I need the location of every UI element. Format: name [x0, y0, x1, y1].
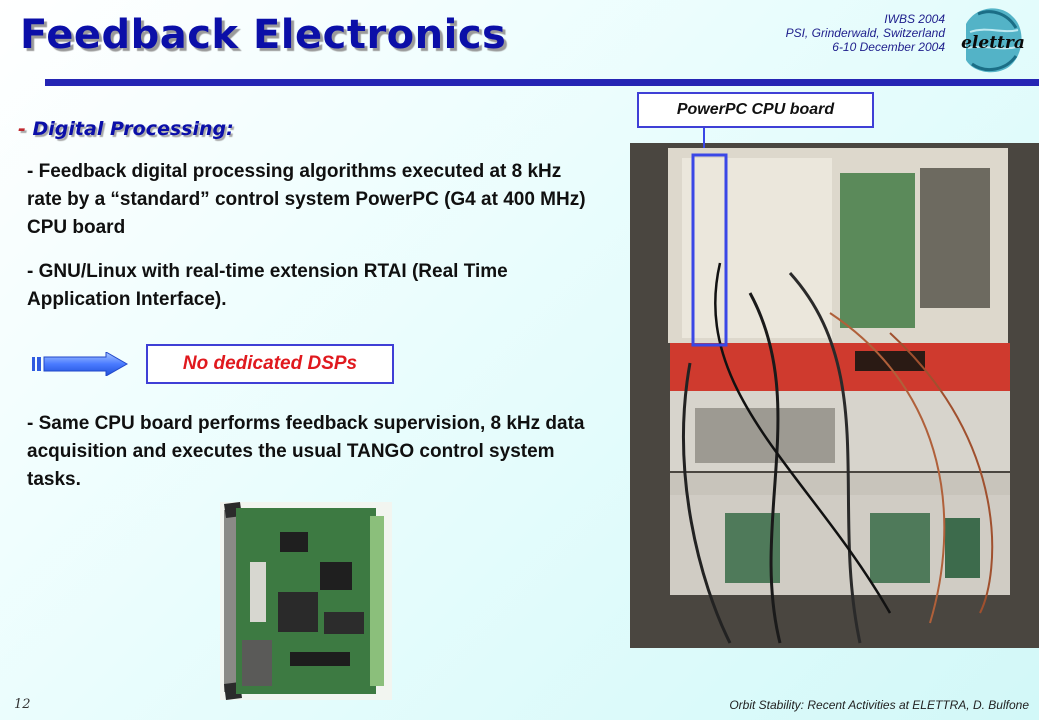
- logo-text: elettra: [961, 33, 1025, 53]
- paragraph-linux: - GNU/Linux with real-time extension RTA…: [27, 261, 508, 310]
- section-dash: -: [18, 118, 33, 140]
- elettra-logo: elettra: [961, 8, 1025, 73]
- label-connector-line: [703, 128, 705, 148]
- section-heading-text: Digital Processing:: [32, 118, 234, 140]
- title-underline: [45, 79, 1039, 86]
- section-heading: - Digital Processing:: [18, 118, 234, 140]
- footer-text: Orbit Stability: Recent Activities at EL…: [729, 698, 1029, 712]
- no-dsp-callout: No dedicated DSPs: [146, 344, 394, 384]
- slide-title: Feedback Electronics: [20, 12, 507, 58]
- conference-location: PSI, Grinderwald, Switzerland: [785, 26, 945, 40]
- paragraph-algorithms: - Feedback digital processing algorithms…: [27, 161, 586, 238]
- conference-name: IWBS 2004: [884, 12, 945, 26]
- page-number: 12: [14, 697, 31, 712]
- paragraph-tango: - Same CPU board performs feedback super…: [27, 413, 585, 490]
- cpu-board-photo: [220, 502, 392, 700]
- conference-dates: 6-10 December 2004: [832, 40, 945, 54]
- powerpc-label-box: PowerPC CPU board: [637, 92, 874, 128]
- right-arrow-icon: [32, 352, 128, 376]
- conference-info: IWBS 2004 PSI, Grinderwald, Switzerland …: [786, 12, 945, 54]
- rack-photo: [630, 143, 1039, 648]
